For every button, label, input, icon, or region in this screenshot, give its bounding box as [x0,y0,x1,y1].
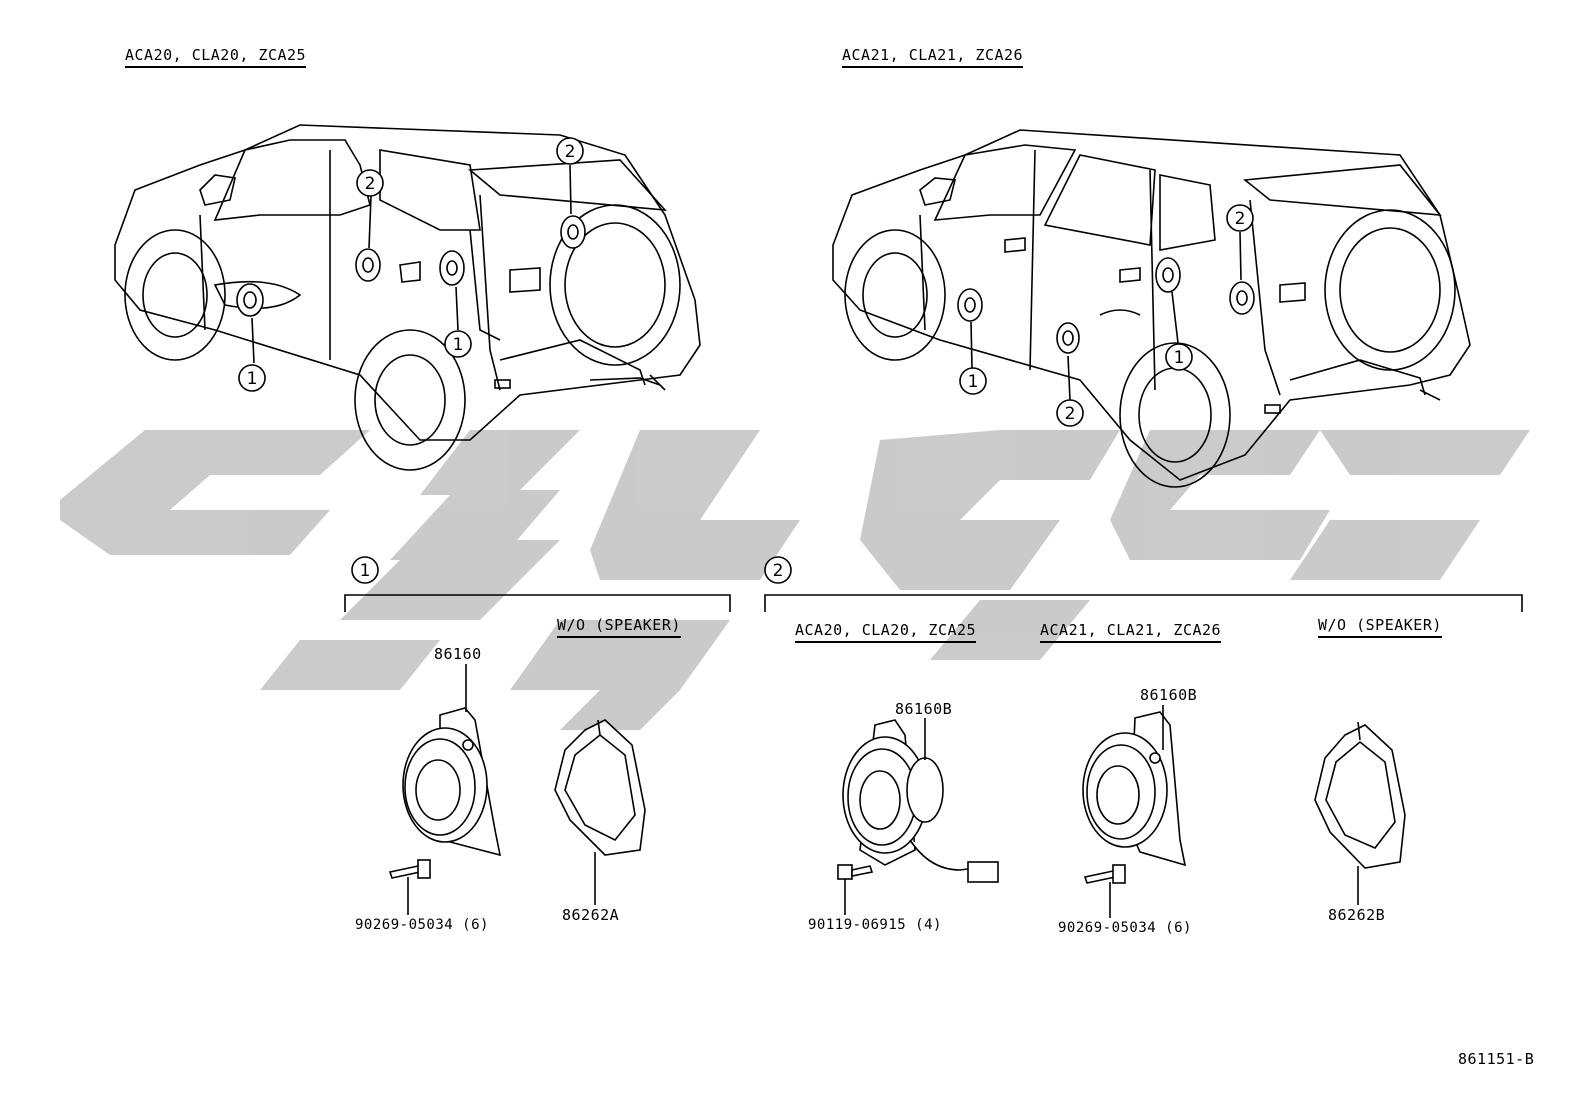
header-right-models: ACA21, CLA21, ZCA26 [842,48,1024,68]
figure-id: 861151-B [1458,1050,1535,1068]
cover-86262B-drawing [1314,721,1406,869]
part-86160B-a-label: 86160B [895,700,953,718]
part-86160B-b-label: 86160B [1140,686,1198,704]
vehicle-5door-leaders [970,231,1242,401]
group2-models-a-label: ACA20, CLA20, ZCA25 [795,623,977,643]
callout-1-right-front: 1 [968,372,979,392]
group2-callout: 2 [773,561,784,581]
speaker-86160B-b-drawing [1082,711,1187,867]
bolt-90269-drawing-1 [388,859,431,879]
callout-1-left-front: 1 [247,369,258,389]
group2-models-b-label: ACA21, CLA21, ZCA26 [1040,623,1222,643]
group2-wo-speaker-label: W/O (SPEAKER) [1318,618,1442,638]
watermark-logo [60,430,1530,730]
callout-1-right-rear: 1 [1174,348,1185,368]
vehicle-3door-leaders [251,164,572,364]
part-bolt-90269-label-1: 90269-05034 (6) [355,917,489,933]
part-86262B-label: 86262B [1328,906,1386,924]
vehicle-3door-speakers [236,215,586,317]
part-bolt-90119-label: 90119-06915 (4) [808,917,942,933]
vehicle-5door-drawing [832,129,1471,488]
part-bolt-90269-label-2: 90269-05034 (6) [1058,920,1192,936]
vehicle-3door-drawing [114,124,701,471]
group1-wo-speaker-label: W/O (SPEAKER) [557,618,681,638]
bolt-90269-drawing-2 [1083,864,1126,884]
callout-2-left-side: 2 [365,174,376,194]
part-86262A-label: 86262A [562,906,620,924]
callout-circles [238,137,1254,584]
callout-2-right-back: 2 [1235,209,1246,229]
group-brackets [344,594,1523,612]
speaker-86160-drawing [402,707,502,857]
vehicle-5door-speakers [957,257,1255,354]
callout-1-left-rear: 1 [453,335,464,355]
bolt-90119-drawing [837,864,874,880]
part-86160-label: 86160 [434,645,482,663]
header-left-models: ACA20, CLA20, ZCA25 [125,48,307,68]
speaker-86160B-a-drawing [842,719,999,883]
cover-86262A-drawing [554,719,646,856]
callout-2-right-front-lower: 2 [1065,404,1076,424]
callout-2-left-back: 2 [565,142,576,162]
group1-callout: 1 [360,561,371,581]
callout-numbers: 1 2 1 2 1 2 1 2 1 2 [247,142,1246,581]
